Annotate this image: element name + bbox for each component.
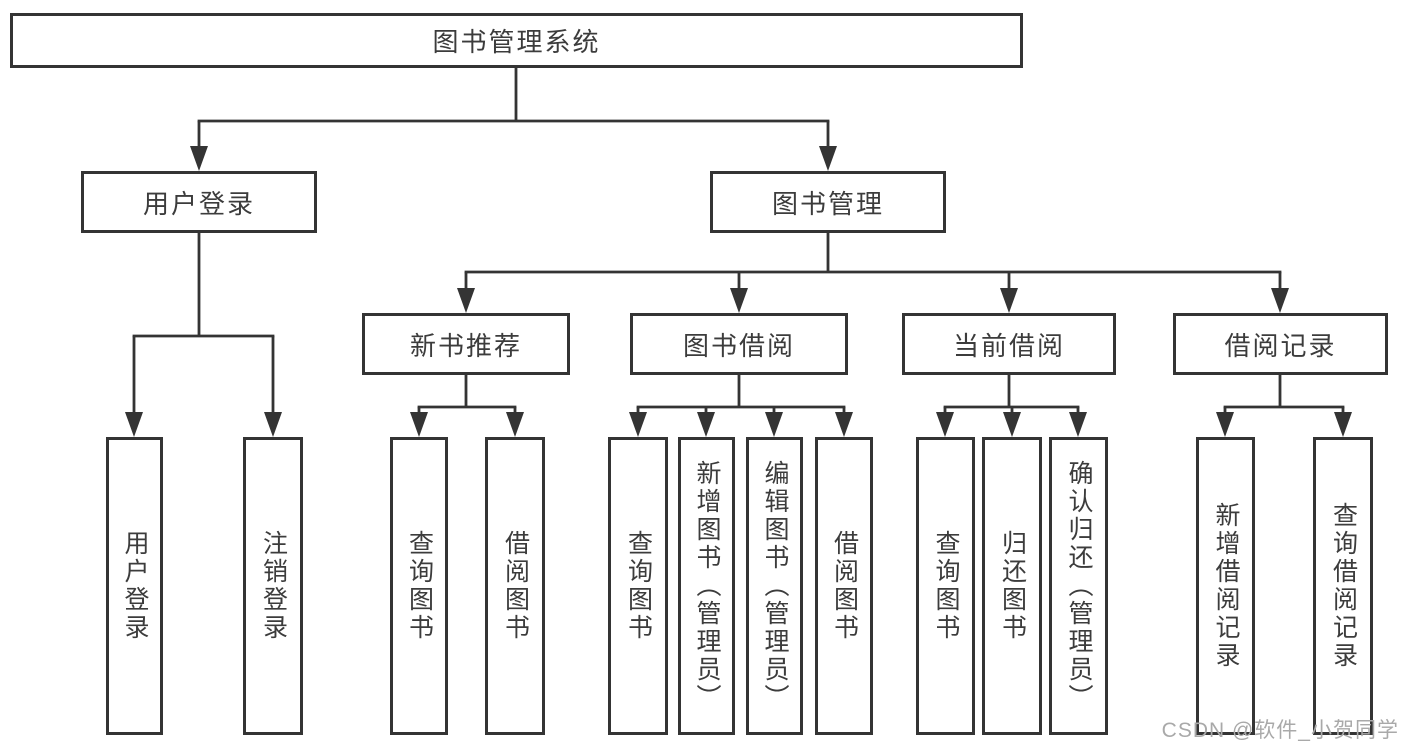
- node-book-management: 图书管理: [710, 171, 946, 233]
- leaf-edit-book-admin: 编辑图书（管理员）: [746, 437, 803, 735]
- node-borrow-records: 借阅记录: [1173, 313, 1388, 375]
- node-current-borrow: 当前借阅: [902, 313, 1116, 375]
- leaf-return-books: 归还图书: [982, 437, 1042, 735]
- node-new-book-recommend: 新书推荐: [362, 313, 570, 375]
- node-book-borrow: 图书借阅: [630, 313, 848, 375]
- leaf-add-borrow-record: 新增借阅记录: [1196, 437, 1255, 735]
- leaf-add-book-admin: 新增图书（管理员）: [678, 437, 735, 735]
- leaf-query-books-current: 查询图书: [916, 437, 975, 735]
- leaf-borrow-books: 借阅图书: [815, 437, 873, 735]
- leaf-confirm-return-admin: 确认归还（管理员）: [1049, 437, 1108, 735]
- leaf-borrow-books-recommend: 借阅图书: [485, 437, 545, 735]
- leaf-query-books-recommend: 查询图书: [390, 437, 448, 735]
- leaf-logout: 注销登录: [243, 437, 303, 735]
- node-user-login: 用户登录: [81, 171, 317, 233]
- node-root: 图书管理系统: [10, 13, 1023, 68]
- leaf-query-books-borrow: 查询图书: [608, 437, 668, 735]
- leaf-user-login: 用户登录: [106, 437, 163, 735]
- leaf-query-borrow-record: 查询借阅记录: [1313, 437, 1373, 735]
- watermark: CSDN @软件_小贺同学: [1161, 719, 1399, 742]
